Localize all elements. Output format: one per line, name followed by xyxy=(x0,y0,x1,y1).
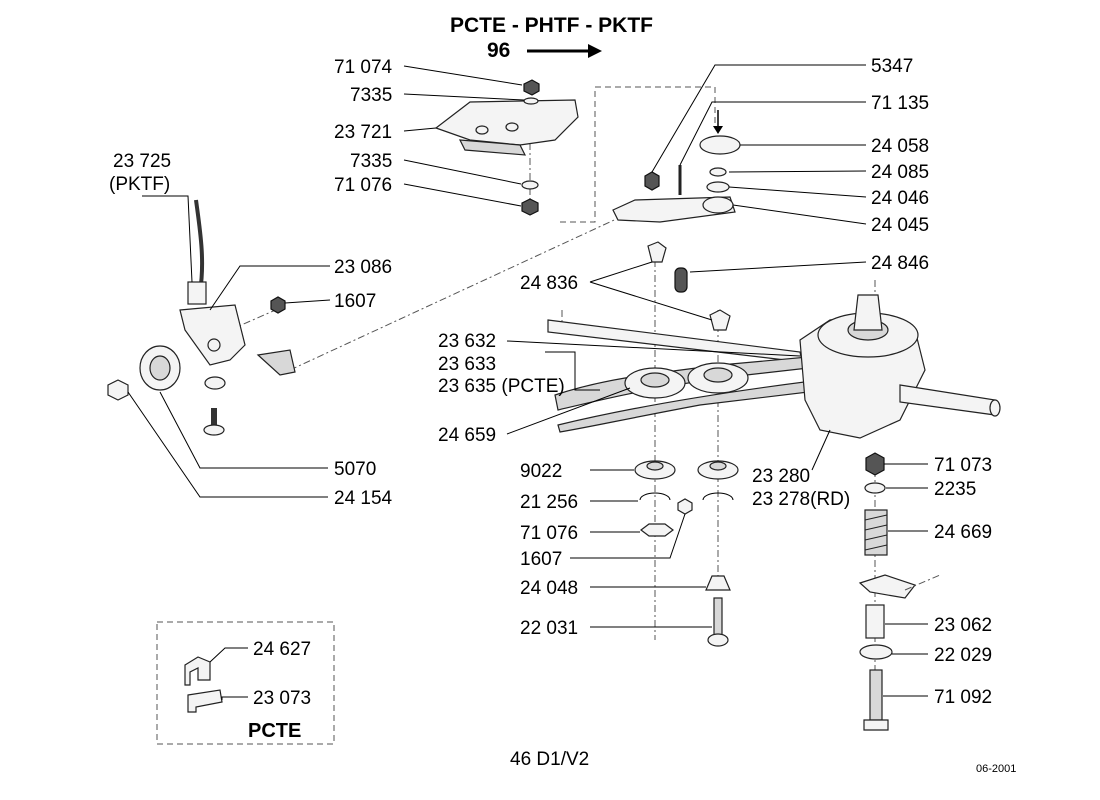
bushing-24836-lower xyxy=(709,309,731,331)
clip-21256-right xyxy=(702,492,734,501)
output-shaft xyxy=(899,384,996,416)
label-24046: 24 046 xyxy=(871,188,929,209)
bracket-23086 xyxy=(179,304,246,366)
spacer-24046 xyxy=(706,181,730,193)
label-24627: 24 627 xyxy=(253,639,311,660)
label-23278: 23 278(RD) xyxy=(752,489,850,510)
label-71092: 71 092 xyxy=(934,687,992,708)
spring-24669 xyxy=(864,509,888,556)
leader-lines xyxy=(127,64,928,700)
nut-5347 xyxy=(644,171,660,191)
label-22031: 22 031 xyxy=(520,618,578,639)
label-21256: 21 256 xyxy=(520,492,578,513)
label-24045: 24 045 xyxy=(871,215,929,236)
nut-71076-bottom xyxy=(640,523,674,537)
label-71074: 71 074 xyxy=(334,57,393,78)
nut-1607-left xyxy=(270,296,286,314)
sleeve-23062 xyxy=(865,604,885,639)
idler-arm-assembly xyxy=(612,110,741,223)
nut-1607-center xyxy=(677,498,693,515)
pulley-24045 xyxy=(702,196,734,214)
label-24669: 24 669 xyxy=(934,522,992,543)
pcte-inset xyxy=(156,621,335,745)
nut-71076-top xyxy=(521,198,539,216)
bushing-24836-top xyxy=(647,241,667,263)
header-models: PCTE - PHTF - PKTF xyxy=(450,14,653,37)
label-23062: 23 062 xyxy=(934,615,992,636)
spring-link xyxy=(256,349,296,376)
label-24846: 24 846 xyxy=(871,253,929,274)
washer-7335-bottom xyxy=(521,180,539,190)
deck-plate-assembly xyxy=(434,79,579,216)
label-pcte: PCTE xyxy=(248,720,301,742)
label-24154: 24 154 xyxy=(334,488,393,509)
label-23721: 23 721 xyxy=(334,122,392,143)
left-stack xyxy=(634,460,693,537)
label-24048: 24 048 xyxy=(520,578,578,599)
washer-2235 xyxy=(864,482,886,494)
label-71073: 71 073 xyxy=(934,455,992,476)
label-24085: 24 085 xyxy=(871,162,929,183)
shaft-23632 xyxy=(547,319,803,363)
header-year: 96 xyxy=(487,39,510,62)
clip-23073 xyxy=(187,689,223,713)
clip-21256-left xyxy=(639,492,671,501)
direction-arrow-icon xyxy=(527,44,602,58)
pin-24846 xyxy=(674,267,688,293)
deck-plate-23721 xyxy=(434,99,579,146)
label-71135: 71 135 xyxy=(871,93,929,114)
label-23280: 23 280 xyxy=(752,466,810,487)
label-23632: 23 632 xyxy=(438,331,496,352)
label-71076-top: 71 076 xyxy=(334,175,392,196)
bolt-head-24154 xyxy=(107,379,129,401)
label-24659: 24 659 xyxy=(438,425,496,446)
label-23725-note: (PKTF) xyxy=(109,174,170,195)
label-5070: 5070 xyxy=(334,459,376,480)
cable-clamp xyxy=(187,281,207,305)
label-1607-center: 1607 xyxy=(520,549,562,570)
cover-24058 xyxy=(699,135,741,155)
label-7335-bottom: 7335 xyxy=(350,151,392,172)
washer-7335-top xyxy=(523,97,539,105)
label-23086: 23 086 xyxy=(334,257,392,278)
label-23073: 23 073 xyxy=(253,688,311,709)
washer-24085 xyxy=(709,167,727,177)
label-23633: 23 633 xyxy=(438,354,496,375)
label-22029: 22 029 xyxy=(934,645,992,666)
center-stack xyxy=(697,460,739,647)
label-23725: 23 725 xyxy=(113,151,171,172)
label-5347: 5347 xyxy=(871,56,913,77)
nut-71073 xyxy=(865,452,885,476)
label-9022: 9022 xyxy=(520,461,562,482)
assembly-lines xyxy=(229,86,876,730)
nut-71074 xyxy=(523,79,540,96)
lever-plate xyxy=(858,574,916,599)
label-23635: 23 635 (PCTE) xyxy=(438,376,565,397)
bushing-24048 xyxy=(705,575,731,591)
label-1607-left: 1607 xyxy=(334,291,376,312)
label-71076-bottom: 71 076 xyxy=(520,523,578,544)
bolt-71092 xyxy=(869,669,883,721)
drive-assembly xyxy=(547,241,1001,439)
control-cable-23725 xyxy=(194,199,205,293)
washer-22029 xyxy=(859,644,893,660)
footer-date: 06-2001 xyxy=(976,763,1016,775)
right-stack xyxy=(858,452,941,731)
label-24058: 24 058 xyxy=(871,136,929,157)
label-7335-top: 7335 xyxy=(350,85,392,106)
clip-24627 xyxy=(184,656,211,686)
bolt-22031 xyxy=(713,597,723,637)
footer-code: 46 D1/V2 xyxy=(510,749,589,770)
cable-bracket-assembly xyxy=(107,199,296,436)
label-24836: 24 836 xyxy=(520,273,578,294)
label-2235: 2235 xyxy=(934,479,976,500)
